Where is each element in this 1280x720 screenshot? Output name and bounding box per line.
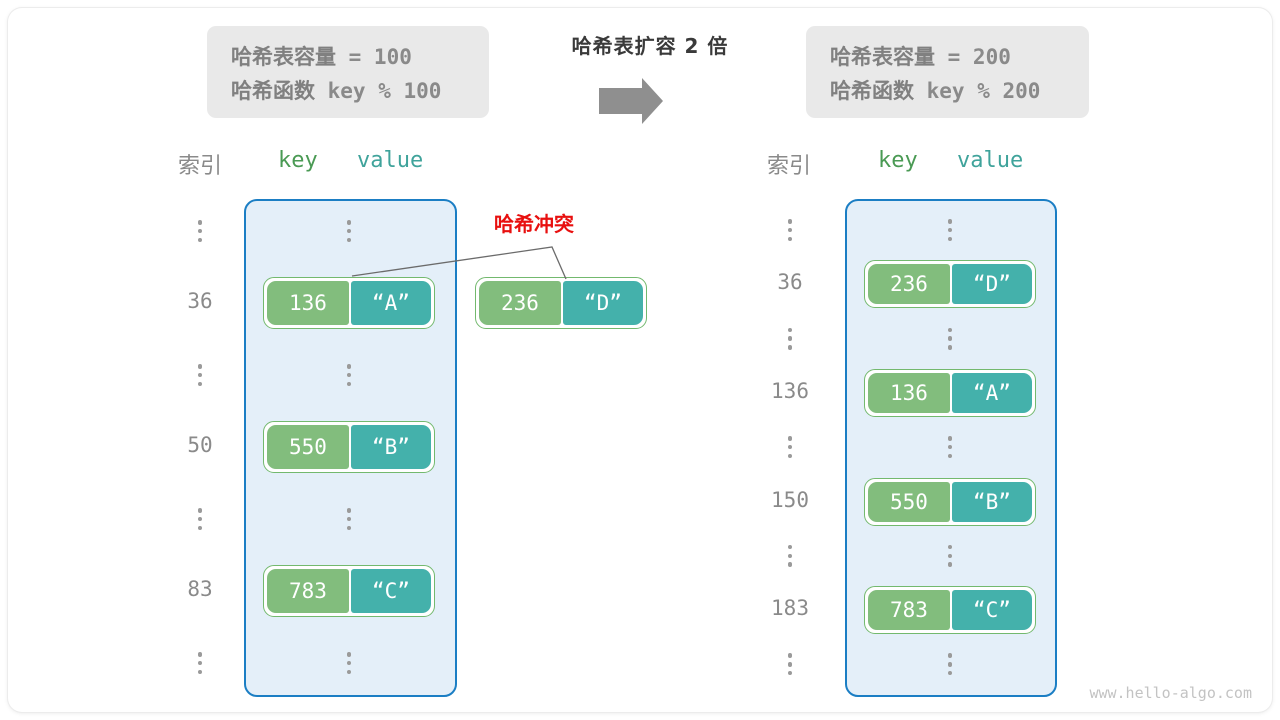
before-entry-pair: 136“A” [263, 277, 435, 329]
watermark: www.hello-algo.com [1089, 684, 1252, 702]
after-hashfn-label: 哈希函数 [830, 79, 914, 103]
after-index-ellipsis-6 [783, 544, 797, 567]
before-index-label: 50 [187, 433, 213, 457]
after-entry-pair: 783“C” [864, 586, 1036, 635]
before-entry-value: “C” [350, 569, 431, 613]
after-capacity-label: 哈希表容量 [830, 45, 935, 69]
before-cell-ellipsis-4 [342, 508, 356, 530]
before-entry-key: 550 [267, 425, 349, 469]
after-cell-ellipsis-8 [943, 653, 957, 676]
before-hash-info-box: 哈希表容量 = 100 哈希函数 key % 100 [207, 26, 489, 118]
after-index-ellipsis-8 [783, 653, 797, 676]
before-hashfn-line: 哈希函数 key % 100 [231, 74, 465, 108]
after-entry-value: “C” [951, 590, 1032, 631]
before-capacity-value: = 100 [336, 45, 412, 69]
after-entry-key: 783 [868, 590, 950, 631]
before-entry-value: “A” [350, 281, 431, 325]
after-entry-key: 236 [868, 264, 950, 305]
before-index-ellipsis-2 [193, 364, 207, 386]
expand-caption: 哈希表扩容 2 倍 [571, 34, 729, 58]
collision-label: 哈希冲突 [494, 212, 574, 236]
before-value-header: value [357, 148, 424, 173]
before-entry-value: “B” [350, 425, 431, 469]
after-entry-value: “D” [951, 264, 1032, 305]
before-capacity-line: 哈希表容量 = 100 [231, 40, 465, 74]
right-arrow-icon [520, 76, 780, 126]
after-cell-ellipsis-0 [943, 219, 957, 241]
before-entry-key: 783 [267, 569, 349, 613]
collision-incoming-key: 236 [479, 281, 561, 325]
after-entry-pair: 136“A” [864, 368, 1036, 417]
after-entry-value: “B” [951, 481, 1032, 522]
before-entry-pair: 783“C” [263, 565, 435, 617]
before-cell-ellipsis-0 [342, 220, 356, 242]
before-capacity-label: 哈希表容量 [231, 45, 336, 69]
before-index-ellipsis-0 [193, 220, 207, 242]
after-entry-key: 550 [868, 481, 950, 522]
before-index-header: 索引 [177, 154, 222, 179]
after-index-label: 36 [777, 270, 803, 295]
after-cell-ellipsis-4 [943, 436, 957, 459]
before-index-label: 36 [187, 289, 213, 313]
before-hashfn-label: 哈希函数 [231, 79, 315, 103]
after-capacity-line: 哈希表容量 = 200 [830, 40, 1065, 74]
after-entry-key: 136 [868, 372, 950, 413]
after-value-header: value [957, 148, 1024, 173]
before-index-ellipsis-4 [193, 508, 207, 530]
diagram-frame [8, 8, 1272, 712]
after-index-ellipsis-0 [783, 219, 797, 241]
after-hash-info-box: 哈希表容量 = 200 哈希函数 key % 200 [806, 26, 1089, 118]
after-entry-pair: 236“D” [864, 260, 1036, 309]
after-index-ellipsis-2 [783, 327, 797, 350]
before-cell-ellipsis-6 [342, 652, 356, 674]
after-index-label: 136 [771, 378, 809, 403]
after-entry-value: “A” [951, 372, 1032, 413]
after-index-ellipsis-4 [783, 436, 797, 459]
after-key-header: key [878, 148, 918, 173]
before-cell-ellipsis-2 [342, 364, 356, 386]
after-hashfn-value: key % 200 [914, 79, 1041, 103]
after-hashfn-line: 哈希函数 key % 200 [830, 74, 1065, 108]
after-entry-pair: 550“B” [864, 477, 1036, 526]
after-index-header: 索引 [766, 154, 811, 179]
before-index-ellipsis-6 [193, 652, 207, 674]
after-cell-ellipsis-2 [943, 327, 957, 350]
after-index-label: 150 [771, 487, 809, 512]
after-capacity-value: = 200 [935, 45, 1011, 69]
after-cell-ellipsis-6 [943, 544, 957, 567]
before-index-label: 83 [187, 577, 213, 601]
collision-incoming-pair: 236 “D” [475, 277, 647, 329]
before-key-header: key [278, 148, 318, 173]
before-hashfn-value: key % 100 [315, 79, 442, 103]
collision-incoming-value: “D” [562, 281, 643, 325]
before-entry-key: 136 [267, 281, 349, 325]
before-entry-pair: 550“B” [263, 421, 435, 473]
after-index-label: 183 [771, 596, 809, 621]
